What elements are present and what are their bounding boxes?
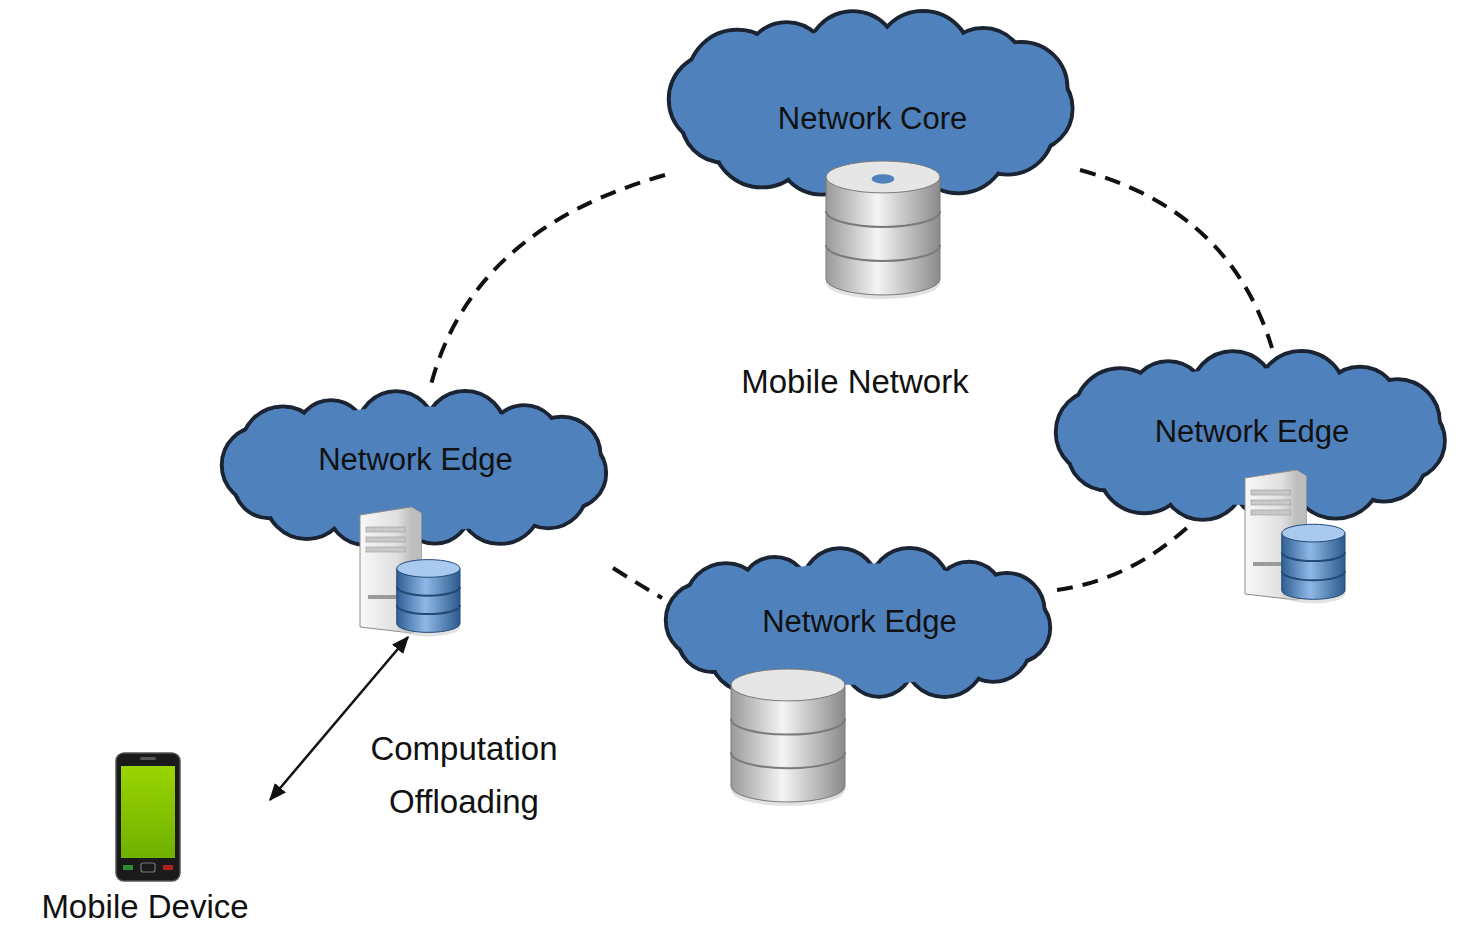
cloud-node: Network Edge bbox=[1052, 348, 1452, 525]
database-cylinder bbox=[731, 669, 845, 806]
end-button bbox=[163, 865, 173, 870]
device-node: Mobile Device bbox=[20, 750, 270, 926]
phone-speaker bbox=[140, 757, 156, 760]
drive-bay bbox=[1251, 500, 1290, 505]
cylinder-band bbox=[397, 605, 460, 614]
server-icon bbox=[358, 505, 460, 635]
cylinder-band bbox=[731, 752, 845, 768]
database-icon bbox=[825, 160, 941, 298]
cylinder-body bbox=[397, 568, 460, 632]
dashed-link bbox=[1057, 525, 1190, 590]
phone-body bbox=[116, 753, 180, 881]
drive-bay bbox=[366, 537, 405, 542]
drive-bay bbox=[1251, 490, 1290, 495]
cloud-label: Network Edge bbox=[662, 604, 1057, 640]
network-label: Mobile Network bbox=[680, 362, 1030, 401]
drive-bay bbox=[366, 527, 405, 532]
cylinder-band bbox=[397, 587, 460, 596]
call-button bbox=[123, 865, 133, 870]
cylinder-band bbox=[731, 719, 845, 735]
cloud-label: Network Core bbox=[665, 101, 1080, 137]
cylinder-band bbox=[826, 245, 940, 261]
dashed-link bbox=[613, 568, 662, 598]
phone-icon bbox=[115, 752, 181, 882]
drive-bay bbox=[366, 547, 405, 552]
cylinder-body bbox=[826, 177, 940, 295]
cloud-bump-fill bbox=[971, 575, 1043, 647]
device-label: Mobile Device bbox=[20, 888, 270, 926]
cloud-node: Network Core bbox=[665, 8, 1080, 200]
database-icon bbox=[730, 668, 846, 805]
cloud-label: Network Edge bbox=[218, 442, 613, 478]
cloud-bump-fill bbox=[525, 419, 599, 493]
cloud-bump-fill bbox=[1357, 381, 1438, 462]
cylinder-top bbox=[731, 669, 845, 701]
cylinder-band bbox=[826, 211, 940, 227]
cylinder-band bbox=[1282, 552, 1345, 561]
cylinder-top bbox=[826, 161, 940, 193]
cloud-bump-fill bbox=[977, 44, 1065, 132]
cylinder-top bbox=[1282, 524, 1345, 542]
cloud-node: Network Edge bbox=[662, 545, 1057, 703]
cylinder-band bbox=[1282, 571, 1345, 580]
dashed-link bbox=[430, 175, 665, 388]
cloud-label: Network Edge bbox=[1052, 414, 1452, 450]
cylinder-dot bbox=[872, 174, 895, 184]
cylinder-body bbox=[731, 685, 845, 802]
edge-label: Computation Offloading bbox=[340, 722, 588, 828]
phone-case bbox=[116, 753, 180, 881]
server-icon bbox=[1243, 468, 1345, 602]
drive-bay bbox=[1251, 510, 1290, 515]
database-cylinder bbox=[397, 560, 460, 637]
cloud-node: Network Edge bbox=[218, 388, 613, 637]
cylinder-body bbox=[1282, 533, 1345, 599]
phone-button bbox=[141, 863, 155, 872]
dashed-link bbox=[1080, 170, 1272, 348]
database-cylinder bbox=[1282, 524, 1345, 603]
cylinder-top bbox=[397, 560, 460, 578]
database-cylinder bbox=[826, 161, 940, 299]
phone-screen bbox=[121, 766, 175, 858]
